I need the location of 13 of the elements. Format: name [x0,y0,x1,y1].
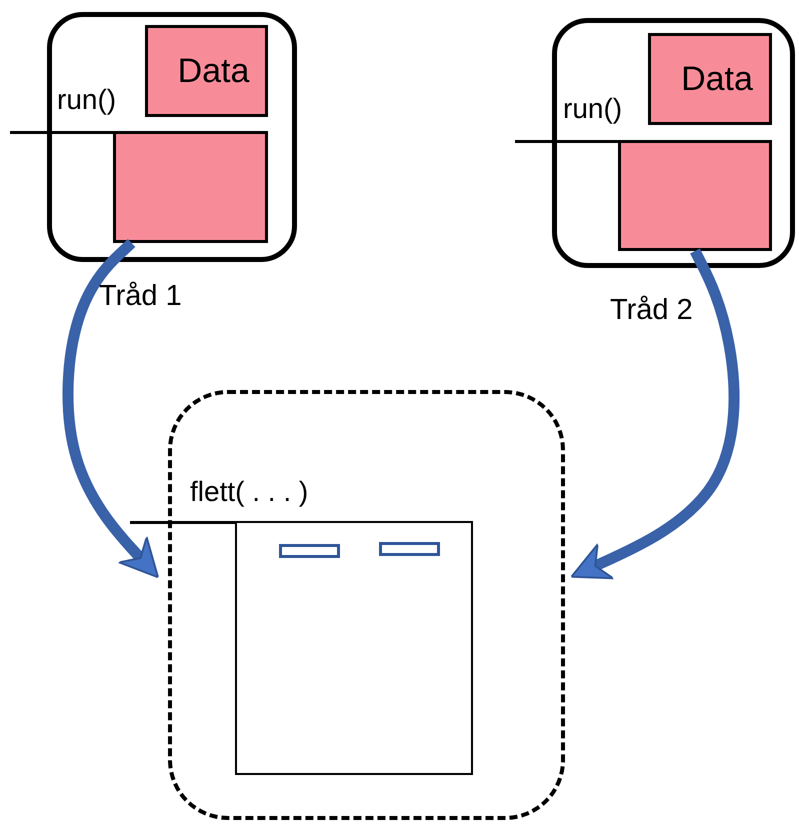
method-label: flett( . . . ) [190,478,308,506]
slot-box [379,542,440,556]
curved-arrow [62,238,160,578]
data-label: Data [681,60,753,98]
slot-box [279,544,340,558]
method-label: run() [563,95,622,123]
thread-label: Tråd 1 [99,282,182,311]
thread-label: Tråd 2 [610,296,693,325]
data-box [145,25,268,117]
data-box [648,33,772,125]
data-label: Data [178,52,250,90]
method-label: run() [57,86,116,114]
curved-arrow [570,248,740,580]
